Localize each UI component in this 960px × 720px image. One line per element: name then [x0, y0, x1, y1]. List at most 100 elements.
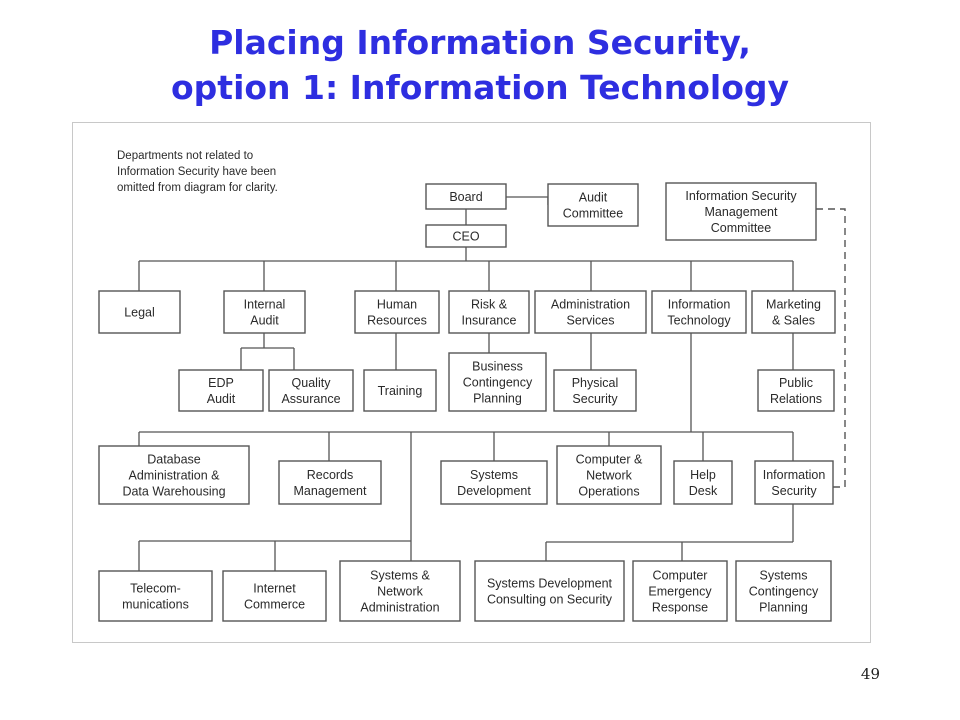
org-node-box [673, 460, 733, 505]
org-node-label: Network [586, 469, 633, 483]
org-node-label: Security [771, 484, 817, 498]
org-node-box [448, 352, 547, 412]
org-node-label: Assurance [281, 392, 340, 406]
connectors [138, 196, 846, 571]
org-node-box [178, 369, 264, 412]
org-node-box [339, 560, 461, 622]
org-node-label: Desk [689, 484, 718, 498]
title-line-1: Placing Information Security, [209, 23, 751, 62]
org-node-label: Internal [244, 298, 286, 312]
org-node-box [534, 290, 647, 334]
org-node-label: Planning [473, 392, 522, 406]
org-node-label: Development [457, 484, 531, 498]
org-node-box [440, 460, 548, 505]
org-node-box [98, 290, 181, 334]
org-node-label: Human [377, 298, 417, 312]
org-node-label: Computer & [576, 453, 643, 467]
org-node-label: Board [449, 190, 482, 204]
org-node-box [553, 369, 637, 412]
org-node-label: Audit [207, 392, 236, 406]
org-node-label: Administration [551, 298, 630, 312]
org-node-label: Information Security [685, 189, 797, 203]
org-node-label: Records [307, 468, 354, 482]
org-node-edp-audit: EDP Audit [178, 369, 264, 412]
org-node-label: Security [572, 392, 618, 406]
org-node-box [98, 445, 250, 505]
diagram-note-line-1: Departments not related to [117, 150, 253, 162]
org-node-box [425, 224, 507, 248]
org-node-box [754, 460, 834, 505]
org-node-label: Committee [563, 207, 623, 221]
org-node-label: Management [294, 484, 367, 498]
title-line-2: option 1: Information Technology [171, 68, 789, 107]
org-node-label: Physical [572, 376, 619, 390]
org-node-label: Administration & [128, 469, 220, 483]
org-node-box [268, 369, 354, 412]
org-node-box [632, 560, 728, 622]
org-node-label: Relations [770, 392, 822, 406]
org-node-label: Public [779, 376, 813, 390]
org-node-label: Contingency [463, 376, 533, 390]
org-node-label: Operations [578, 485, 639, 499]
org-node-box [354, 290, 440, 334]
org-node-box [98, 570, 213, 622]
org-node-label: Marketing [766, 298, 821, 312]
org-node-box [556, 445, 662, 505]
org-node-training: Training [363, 369, 437, 412]
org-node-risk-insurance: Risk & Insurance [448, 290, 530, 334]
org-node-label: Computer [653, 569, 708, 583]
org-node-label: Audit [250, 314, 279, 328]
org-node-label: & Sales [772, 314, 815, 328]
org-node-label: Systems [760, 569, 808, 583]
org-node-label: Consulting on Security [487, 593, 613, 607]
org-node-label: Legal [124, 306, 155, 320]
slide-title: Placing Information Security, option 1: … [0, 20, 960, 110]
org-node-label: Resources [367, 314, 427, 328]
org-node-label: Help [690, 468, 716, 482]
org-node-label: Contingency [749, 585, 819, 599]
org-node-label: Information [763, 468, 826, 482]
org-node-label: Response [652, 601, 708, 615]
org-node-label: Systems Development [487, 577, 613, 591]
org-node-label: Commerce [244, 598, 305, 612]
org-node-box [223, 290, 306, 334]
org-node-label: Emergency [648, 585, 712, 599]
org-node-box [278, 460, 382, 505]
org-node-box [363, 369, 437, 412]
org-node-label: Insurance [462, 314, 517, 328]
org-node-label: EDP [208, 376, 234, 390]
diagram-note-line-2: Information Security have been [117, 166, 276, 178]
org-node-label: Systems & [370, 569, 430, 583]
org-node-label: Quality [292, 376, 332, 390]
org-node-label: Business [472, 360, 523, 374]
org-node-legal: Legal [98, 290, 181, 334]
org-node-box [474, 560, 625, 622]
diagram-note-line-3: omitted from diagram for clarity. [117, 182, 278, 194]
org-node-label: Audit [579, 191, 608, 205]
org-node-box [751, 290, 836, 334]
org-node-label: Database [147, 453, 201, 467]
org-node-label: Administration [360, 601, 439, 615]
org-node-label: Management [705, 205, 778, 219]
org-node-label: Risk & [471, 298, 508, 312]
org-node-label: Technology [667, 314, 731, 328]
org-node-label: Training [378, 384, 423, 398]
org-node-box [547, 183, 639, 227]
